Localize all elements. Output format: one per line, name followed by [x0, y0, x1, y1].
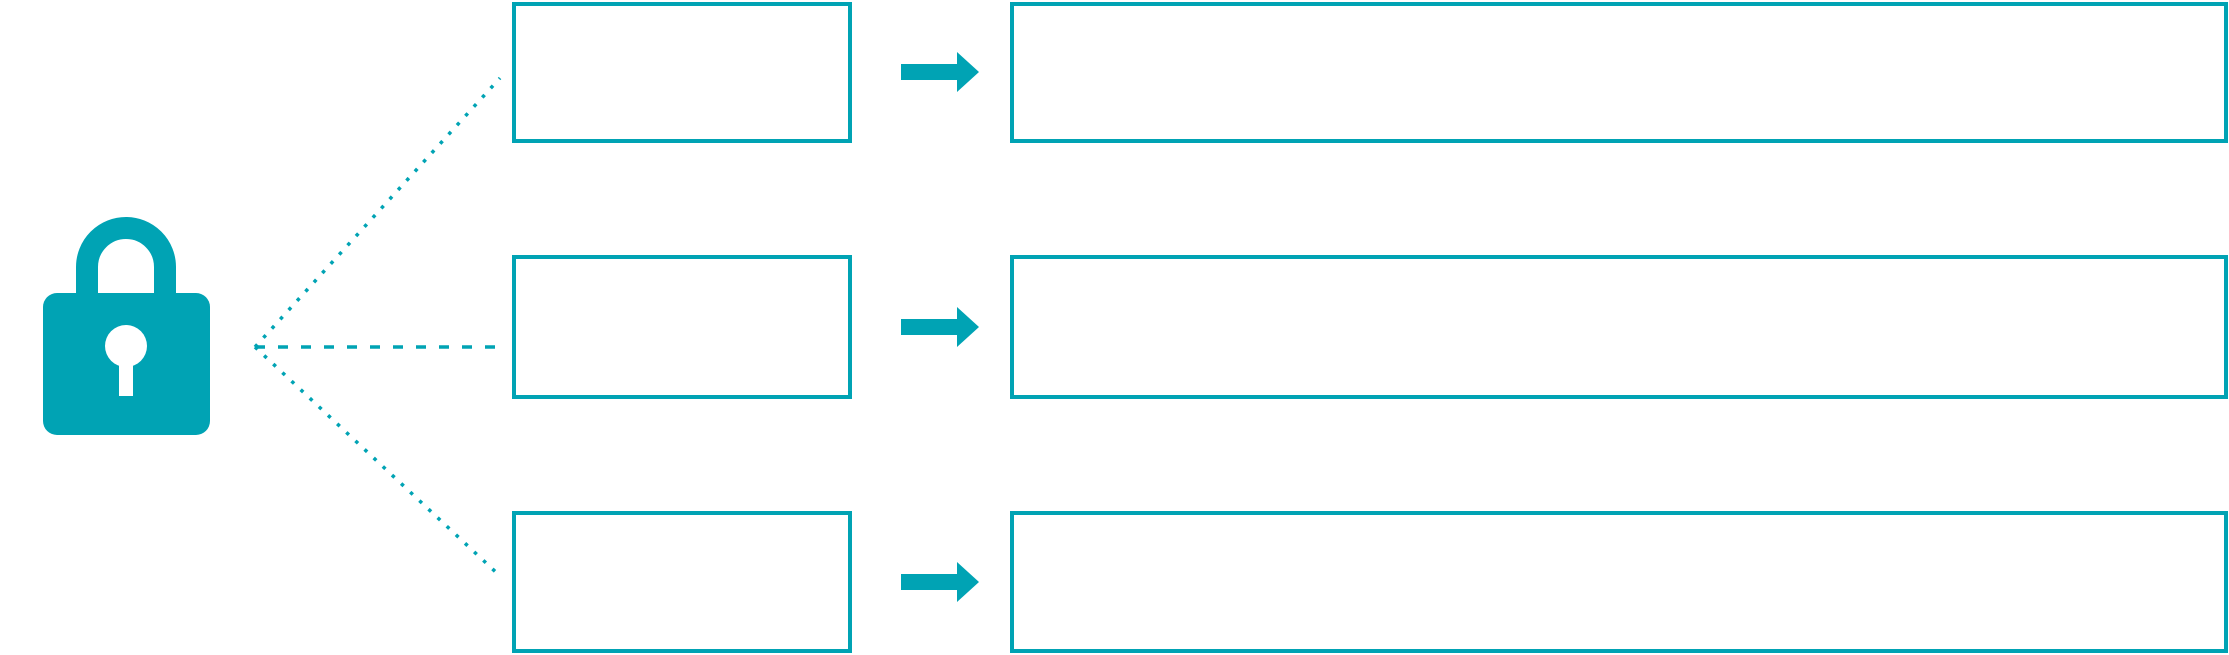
large-box-1 — [1010, 2, 2228, 143]
branch-line-top — [253, 76, 502, 349]
large-box-1-text — [1014, 6, 2224, 139]
small-box-3-text — [516, 515, 848, 649]
branch-line-bottom — [253, 345, 502, 578]
arrow-right-icon — [901, 562, 979, 602]
small-box-1-text — [516, 6, 848, 139]
large-box-2 — [1010, 255, 2228, 399]
large-box-2-text — [1014, 259, 2224, 395]
small-box-2 — [512, 255, 852, 399]
large-box-3 — [1010, 511, 2228, 653]
small-box-1 — [512, 2, 852, 143]
arrow-right-icon — [901, 52, 979, 92]
small-box-2-text — [516, 259, 848, 395]
small-box-3 — [512, 511, 852, 653]
arrow-right-icon — [901, 307, 979, 347]
large-box-3-text — [1014, 515, 2224, 649]
lock-icon — [43, 217, 210, 435]
